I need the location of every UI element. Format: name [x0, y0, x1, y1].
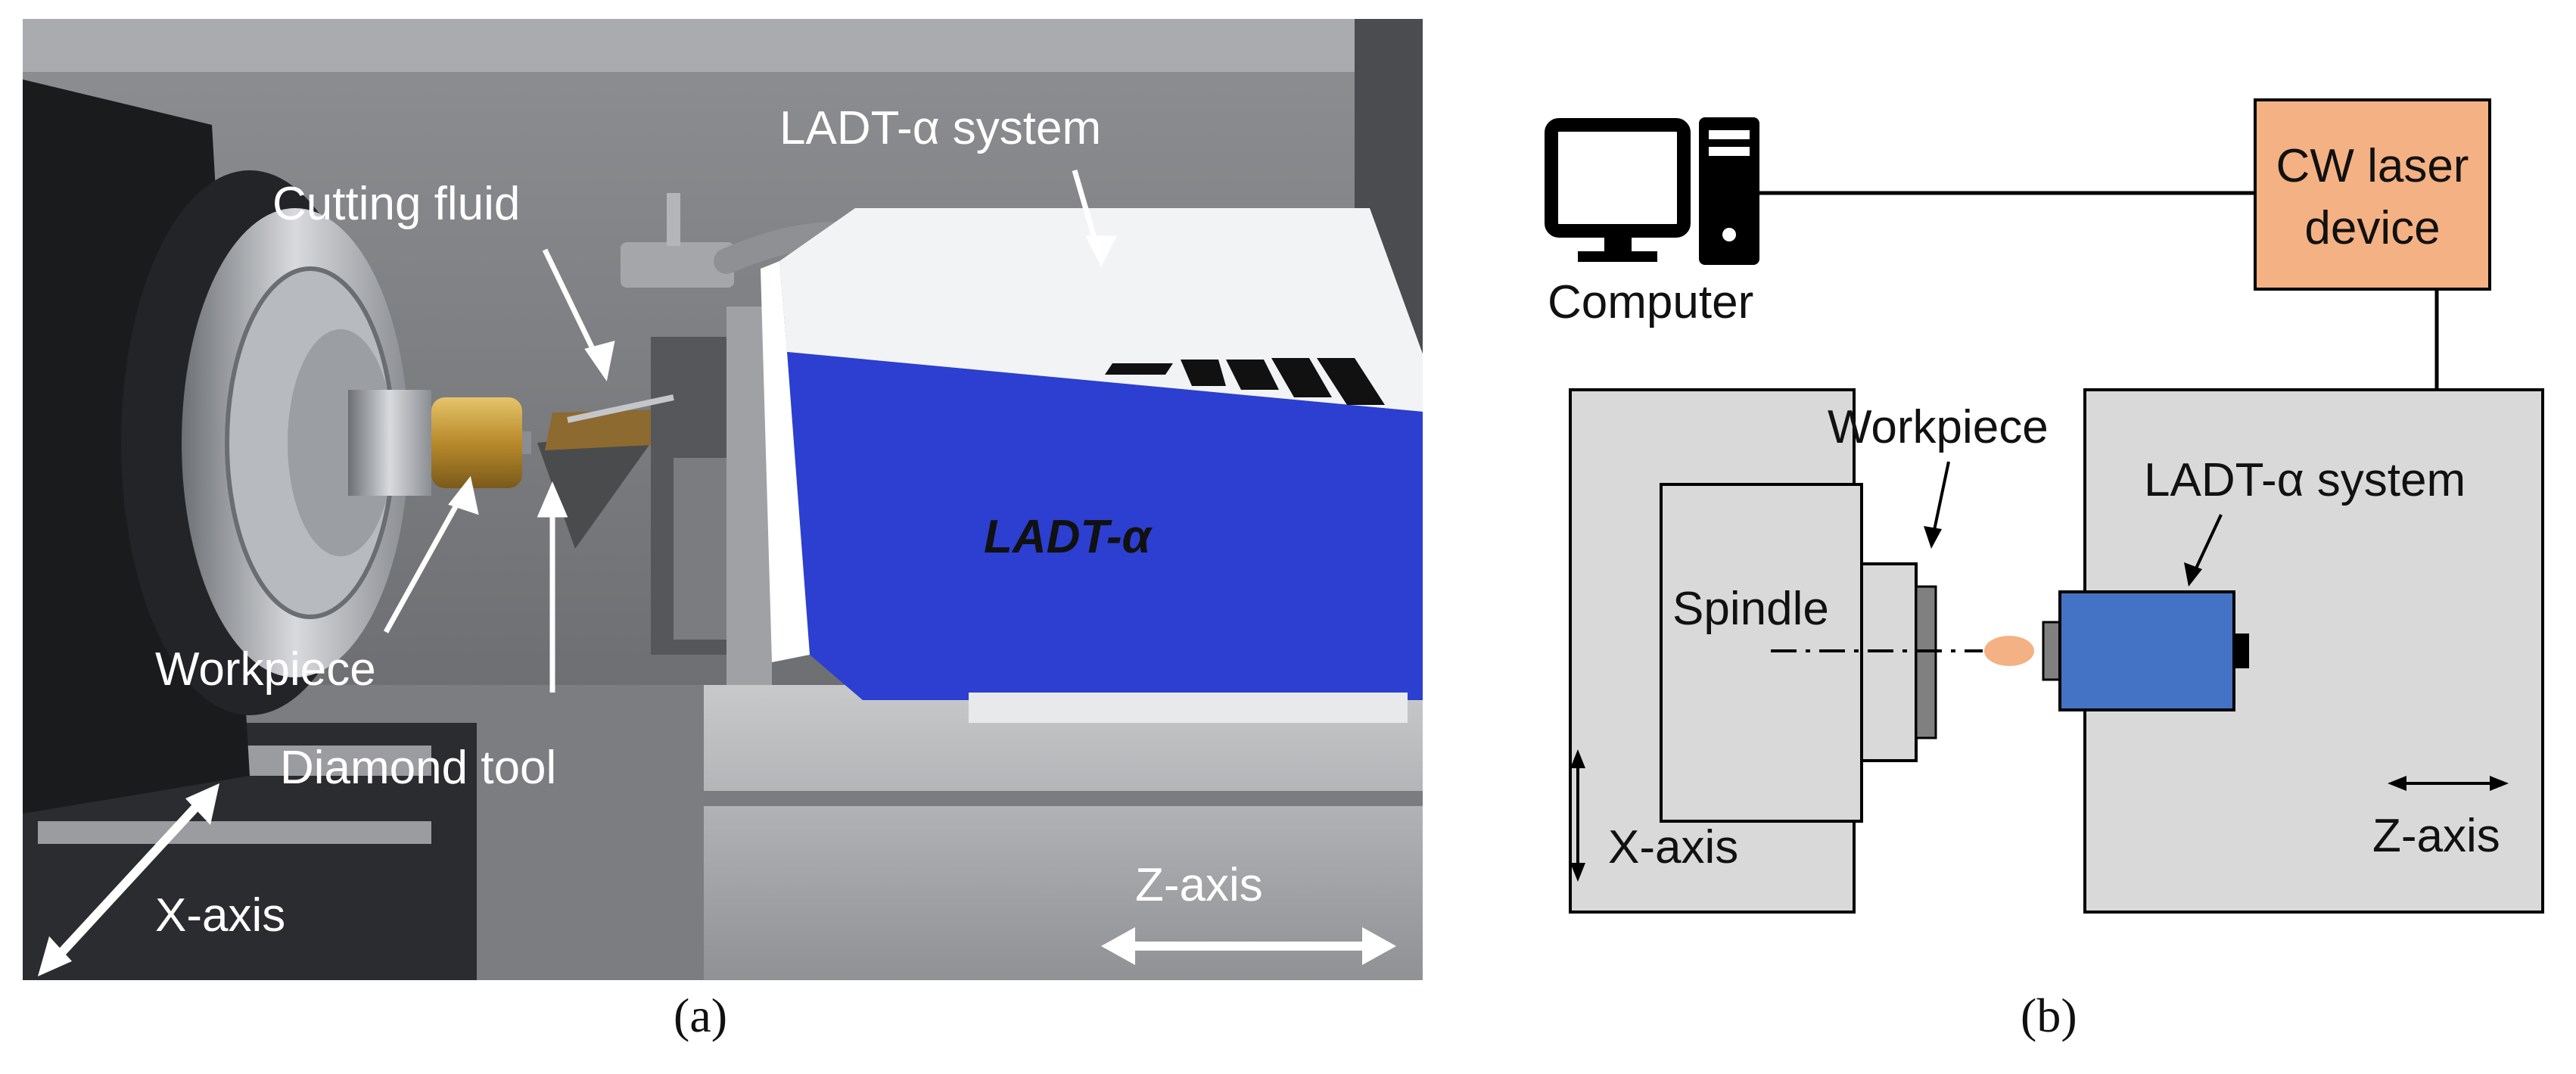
label-diamond-tool: Diamond tool	[280, 742, 556, 794]
system-connector	[2234, 634, 2249, 668]
label-laser-line1: CW laser	[2276, 140, 2469, 192]
label-laser-line2: device	[2304, 202, 2440, 254]
system-lens	[2042, 621, 2061, 681]
photo-arrows	[383, 170, 1117, 693]
setup-schematic: Computer CW laser device Spindle Workpie…	[1545, 98, 2544, 914]
panel-a-photo: LADT-α LADT-α system Cutting fluid Workp…	[23, 19, 1423, 980]
cw-laser-device	[2254, 98, 2491, 291]
label-spindle: Spindle	[1672, 583, 1829, 635]
label-computer: Computer	[1548, 276, 1753, 328]
panel-b-schematic: Computer CW laser device Spindle Workpie…	[1544, 83, 2558, 939]
label-x-axis: X-axis	[155, 889, 285, 942]
workpiece-block	[1915, 585, 1937, 739]
caption-b: (b)	[2021, 988, 2077, 1042]
label-z-axis: Z-axis	[1135, 859, 1263, 911]
label-workpiece-b: Workpiece	[1828, 401, 2049, 453]
z-axis-stage	[704, 685, 1423, 980]
diamond-tool	[537, 431, 651, 549]
spindle	[1660, 483, 1863, 823]
system-arrow	[2184, 562, 2202, 587]
laser-beam-spot	[1984, 636, 2034, 666]
fluid-nozzle	[621, 242, 734, 288]
label-cutting-fluid: Cutting fluid	[272, 178, 520, 230]
lathe-photo: LADT-α LADT-α system Cutting fluid Workp…	[23, 19, 1423, 980]
workpiece-arrow	[1924, 526, 1942, 549]
label-ladt-system: LADT-α system	[779, 102, 1101, 154]
label-ladt-system-b: LADT-α system	[2144, 454, 2466, 506]
computer-icon	[1545, 117, 1759, 265]
label-x-axis-b: X-axis	[1608, 821, 1738, 873]
label-workpiece: Workpiece	[155, 643, 376, 696]
caption-a: (a)	[674, 988, 728, 1042]
brand-label: LADT-α	[984, 511, 1153, 563]
spindle-nose	[1860, 562, 1918, 762]
label-z-axis-b: Z-axis	[2372, 810, 2500, 862]
housing-blue-panel	[787, 352, 1423, 700]
ladt-system	[2058, 590, 2235, 711]
x-axis-arrow	[57, 802, 201, 957]
workpiece	[431, 397, 522, 488]
